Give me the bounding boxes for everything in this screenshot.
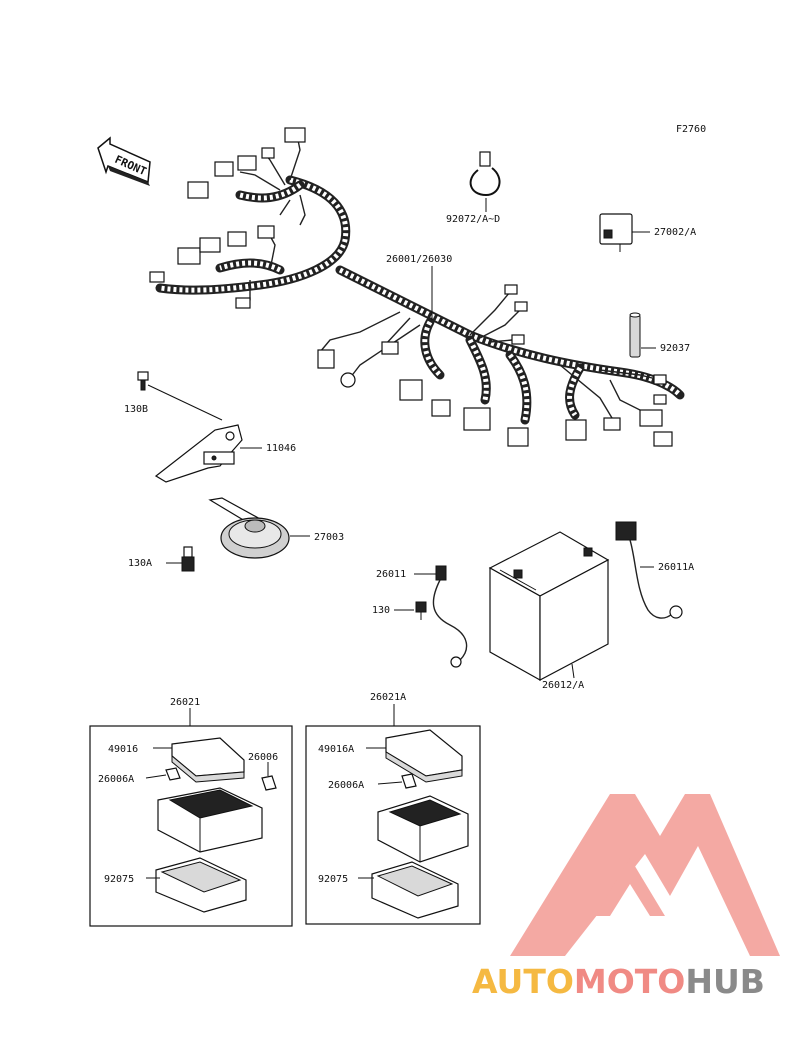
- box-left-fuse-left: 26006A: [98, 774, 134, 785]
- label-battery: 26012/A: [542, 680, 584, 691]
- box-right-parts-drawing: [371, 729, 469, 919]
- horn-drawing: [208, 497, 290, 559]
- wordmark-moto: MOTO: [573, 962, 686, 1001]
- battery-drawing: [488, 531, 610, 682]
- label-lead-negative: 26011: [376, 569, 406, 580]
- box-left-frame: [89, 725, 293, 927]
- label-bracket: 11046: [266, 443, 296, 454]
- label-lead-positive: 26011A: [658, 562, 694, 573]
- bracket-drawing: [154, 424, 243, 483]
- label-horn: 27003: [314, 532, 344, 543]
- wiring-harness-drawing: [149, 127, 685, 447]
- box-left-fuse-right: 26006: [248, 752, 278, 763]
- box-left-pad: 92075: [104, 874, 134, 885]
- label-cap: 92037: [660, 343, 690, 354]
- box-right-fuse: 26006A: [328, 780, 364, 791]
- figure-code: F2760: [676, 124, 706, 135]
- relay-drawing: [599, 213, 633, 252]
- wordmark-hub: HUB: [685, 962, 765, 1001]
- cap-drawing: [629, 312, 641, 358]
- band-drawing: [469, 151, 501, 197]
- front-arrow-icon: FRONT: [97, 136, 151, 186]
- wordmark-auto: AUTO: [472, 962, 574, 1001]
- box-left-cover: 49016: [108, 744, 138, 755]
- box-left-parts-drawing: [155, 737, 277, 913]
- box-right-cover: 49016A: [318, 744, 354, 755]
- lead-positive-drawing: [615, 521, 683, 619]
- label-bolt-130: 130: [372, 605, 390, 616]
- label-harness: 26001/26030: [386, 254, 452, 265]
- label-bolt-130a: 130A: [128, 558, 152, 569]
- label-band: 92072/A~D: [446, 214, 500, 225]
- bolt-130b-drawing: [137, 371, 149, 391]
- bolt-130a-drawing: [181, 546, 195, 572]
- box-right-title: 26021A: [370, 692, 406, 703]
- label-relay: 27002/A: [654, 227, 696, 238]
- automotohub-wordmark: AUTOMOTOHUB: [472, 962, 765, 1001]
- box-right-pad: 92075: [318, 874, 348, 885]
- automotohub-logo-icon: [510, 794, 780, 956]
- label-bolt-130b: 130B: [124, 404, 148, 415]
- box-right-frame: [305, 725, 481, 925]
- box-left-title: 26021: [170, 697, 200, 708]
- lead-negative-drawing: [415, 565, 468, 668]
